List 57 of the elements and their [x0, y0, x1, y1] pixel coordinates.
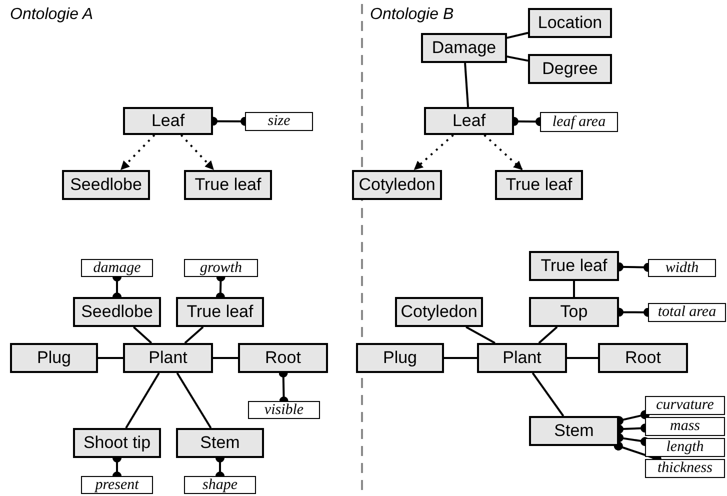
concept-box: Plug: [10, 343, 98, 373]
arrow: [413, 134, 454, 171]
connector-line: [466, 326, 496, 344]
concept-box: Root: [238, 343, 328, 373]
attribute-box: total area: [648, 303, 726, 322]
connector-line: [506, 56, 528, 62]
concept-box: True leaf: [529, 251, 619, 281]
concept-box: Degree: [528, 54, 612, 84]
concept-box: True leaf: [495, 170, 583, 200]
connector-line: [184, 326, 204, 344]
concept-box: Top: [529, 297, 619, 327]
attribute-box: curvature: [645, 396, 725, 415]
connector-line: [444, 357, 477, 359]
concept-box: Damage: [421, 33, 507, 63]
attribute-box: leaf area: [540, 112, 618, 132]
concept-box: Cotyledon: [352, 170, 442, 200]
concept-box: Root: [598, 343, 688, 373]
attribute-box: growth: [184, 259, 258, 277]
concept-box: Plug: [356, 343, 444, 373]
connector-line: [213, 357, 238, 359]
attribute-box: thickness: [645, 459, 725, 478]
connector-line: [532, 372, 564, 417]
concept-box: True leaf: [184, 170, 272, 200]
attribute-box: present: [81, 476, 153, 494]
attribute-box: damage: [81, 259, 153, 277]
attribute-box: width: [648, 259, 716, 277]
attribute-box: shape: [184, 476, 256, 494]
arrow: [120, 134, 156, 171]
connector-line: [98, 357, 123, 359]
concept-box: Plant: [123, 343, 213, 373]
attribute-box: length: [645, 438, 725, 457]
connector-line: [567, 357, 598, 359]
concept-box: Location: [528, 8, 612, 38]
concept-box: Seedlobe: [73, 297, 161, 327]
arrow: [484, 134, 524, 171]
attribute-box: mass: [645, 417, 725, 436]
ontology-title: Ontologie A: [10, 6, 94, 24]
ontology-title: Ontologie B: [370, 6, 454, 24]
concept-box: Leaf: [123, 107, 213, 135]
concept-box: Shoot tip: [73, 428, 161, 458]
connector-line: [176, 372, 212, 429]
concept-box: Stem: [529, 416, 619, 446]
connector-line: [125, 372, 160, 429]
attribute-box: size: [245, 112, 313, 131]
concept-box: Seedlobe: [62, 170, 150, 200]
attribute-box: visible: [248, 401, 320, 419]
connector-line: [464, 62, 470, 108]
arrow: [180, 134, 215, 171]
concept-box: Plant: [477, 343, 567, 373]
connector-line: [132, 326, 152, 344]
concept-box: Leaf: [424, 107, 514, 135]
concept-box: Cotyledon: [395, 297, 483, 327]
concept-box: True leaf: [176, 297, 264, 327]
connector-line: [506, 32, 528, 39]
connector-line: [573, 281, 575, 297]
connector-line: [538, 326, 558, 344]
concept-box: Stem: [176, 428, 264, 458]
